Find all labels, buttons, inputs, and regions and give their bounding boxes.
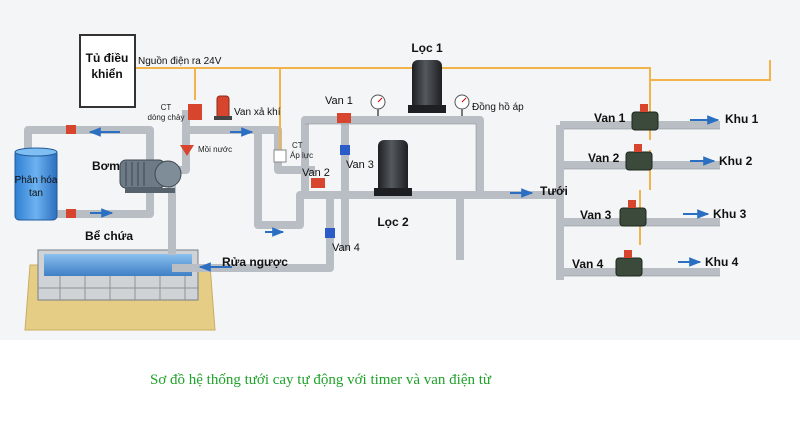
reservoir-label: Bể chứa [85,229,133,243]
flow-ct-label-2: dòng chảy [148,113,185,122]
irrigation-diagram: Tủ điều khiển Nguồn điện ra 24V Phân hóa… [14,34,771,331]
zone-valve4-label: Van 4 [572,257,604,271]
zone4-label: Khu 4 [705,255,739,269]
filter2-label: Lọc 2 [377,215,409,229]
fertilizer-label-2: tan [29,188,43,199]
flow-sensor [188,104,202,120]
pump-label: Bơm [92,159,120,173]
pressure-gauge-left [370,94,386,116]
tank-valve-bottom [66,209,76,218]
reservoir [24,249,216,331]
controller-label-1: Tủ điều [86,51,129,65]
valve1-label: Van 1 [325,95,353,107]
pressure-sensor [273,149,287,163]
valve1 [337,113,351,123]
controller-label-2: khiển [91,67,122,81]
priming-funnel [180,145,194,156]
tank-valve-top [66,125,76,134]
zone-valve-group [615,104,659,277]
backwash-label: Rửa ngược [222,255,288,269]
zone-valve2-label: Van 2 [588,151,620,165]
zone1-label: Khu 1 [725,112,759,126]
pressure-ct-label-2: Áp lực [290,151,313,160]
zone-valve1-label: Van 1 [594,111,626,125]
valve4-label: Van 4 [332,242,360,254]
flow-ct-label-1: CT [161,103,172,112]
diagram-canvas: Tủ điều khiển Nguồn điện ra 24V Phân hóa… [0,0,800,340]
pressure-gauge-right [454,94,470,116]
zone3-label: Khu 3 [713,207,747,221]
zone2-label: Khu 2 [719,154,753,168]
controller-box: Tủ điều khiển [79,34,136,108]
zone-valve3-label: Van 3 [580,208,612,222]
irrigate-label: Tưới [540,184,568,198]
air-valve [214,95,232,120]
air-valve-label: Van xả khí [234,107,281,118]
priming-label: Mồi nước [198,145,232,154]
valve4 [325,228,335,238]
valve3-label: Van 3 [346,159,374,171]
gauge-label: Đồng hồ áp [472,101,524,113]
valve2 [311,178,325,188]
filter1-label: Lọc 1 [411,41,443,55]
filter1 [408,60,446,113]
pressure-ct-label-1: CT [292,141,303,150]
valve2-label: Van 2 [302,167,330,179]
valve3 [340,145,350,155]
fertilizer-tank: Phân hóa tan [14,147,58,221]
fertilizer-label-1: Phân hóa [15,175,58,186]
diagram-caption: Sơ đồ hệ thống tưới cay tự động với time… [150,372,492,388]
power-label: Nguồn điện ra 24V [138,55,222,67]
flow-arrows [88,115,720,272]
filter2 [374,140,412,196]
pump [119,159,182,193]
